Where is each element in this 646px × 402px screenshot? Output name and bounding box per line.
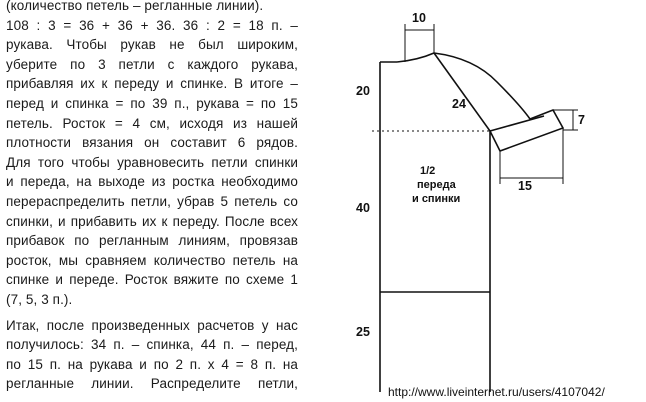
text-line: получилось: 34 п. – спинка, 44 п. – пере… <box>6 337 298 353</box>
text-line: уберите по 3 петли с каждого рукава, <box>6 56 298 72</box>
text-line: (7, 5, 3 п.). <box>6 291 73 307</box>
text-line: 108 : 3 = 36 + 36 + 36. 36 : 2 = 18 п. – <box>6 17 298 33</box>
piece-label: переда <box>417 179 457 191</box>
text-line: регланные линии. Распределите петли, <box>6 376 298 392</box>
body-outline <box>433 52 565 392</box>
text-line: прибавок по регланным линиям, провязав <box>6 233 298 249</box>
text-line: петель. Росток = 4 см, исходя из нашей <box>6 115 298 131</box>
text-line: спинке и переде. Росток вяжите по схеме … <box>6 272 298 288</box>
text-line: Для того чтобы уравновесить петли спинки <box>6 154 298 170</box>
text-line: перед и спинка = по 39 п., рукава = по 1… <box>6 95 298 111</box>
text-line: спинки, и прибавить их к переду. После в… <box>6 213 298 229</box>
dim-label-sleeve: 15 <box>518 179 532 193</box>
neck-shape <box>396 52 435 63</box>
text-line: прибавляя их к переду и спинке. В итоге … <box>6 76 298 92</box>
text-line: (количество петель – регланные линии). <box>6 0 264 13</box>
dim-label-raglan-height: 20 <box>356 84 370 98</box>
piece-label: 1/2 <box>420 165 435 177</box>
pattern-diagram: 10 20 24 7 15 40 25 1/2 переда и спинки … <box>356 11 605 399</box>
cuff-line <box>489 115 545 132</box>
text-line: и переда, на выходе из ростка необходимо <box>6 174 298 190</box>
raglan-seam <box>433 52 491 132</box>
text-line: рукава. Чтобы рукав не был широким, <box>6 37 298 53</box>
paragraph-2: Итак, после произведенных расчетов у нас… <box>6 316 298 394</box>
text-line: плотности вязания он составит 6 рядов. <box>6 135 298 151</box>
dim-label-neck: 10 <box>412 11 426 25</box>
dim-label-cuff: 7 <box>578 113 585 127</box>
text-line: росток, мы сравняем количество петель на <box>6 252 298 268</box>
text-line: перераспределить петли, убрав 5 петель с… <box>6 193 298 209</box>
paragraph-1: (количество петель – регланные линии). 1… <box>6 0 298 310</box>
instruction-text: (количество петель – регланные линии). 1… <box>6 0 298 394</box>
dim-label-body: 40 <box>356 201 370 215</box>
dim-label-raglan-line: 24 <box>452 97 466 111</box>
dim-label-rib: 25 <box>356 325 370 339</box>
watermark-url: http://www.liveinternet.ru/users/4107042… <box>388 385 605 399</box>
text-line: Итак, после произведенных расчетов у нас <box>6 317 298 333</box>
text-line: по 15 п. на рукава и по 2 п. x 4 = 8 п. … <box>6 356 298 372</box>
piece-label: и спинки <box>412 193 460 205</box>
